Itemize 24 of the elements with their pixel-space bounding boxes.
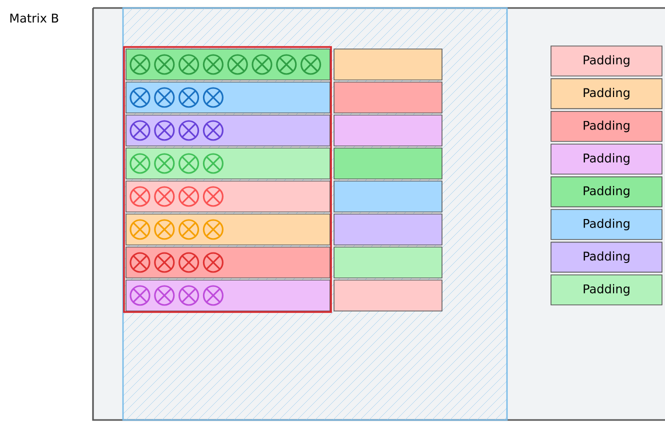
padding-box: Padding: [550, 46, 662, 76]
bar: [126, 246, 330, 278]
bar: [334, 180, 442, 212]
padding-box: Padding: [550, 176, 662, 208]
bar: [126, 214, 330, 246]
padding-box: Padding: [550, 78, 662, 110]
bar: [126, 82, 330, 114]
padding-box: Padding: [550, 242, 662, 273]
padding-box: Padding: [550, 274, 662, 306]
bar: [334, 280, 442, 312]
bar: [126, 280, 330, 312]
padding-box: Padding: [550, 144, 662, 174]
padding-box: Padding: [550, 111, 662, 142]
bar: [334, 48, 442, 80]
bar: [334, 82, 442, 114]
bar: [334, 148, 442, 180]
bar: [334, 246, 442, 278]
bar: [334, 214, 442, 246]
padding-box: Padding: [550, 209, 662, 240]
bar: [334, 114, 442, 146]
bar: [126, 148, 330, 180]
matrix-label: Matrix B: [10, 13, 58, 23]
bar: [126, 114, 330, 146]
bar: [126, 180, 330, 212]
